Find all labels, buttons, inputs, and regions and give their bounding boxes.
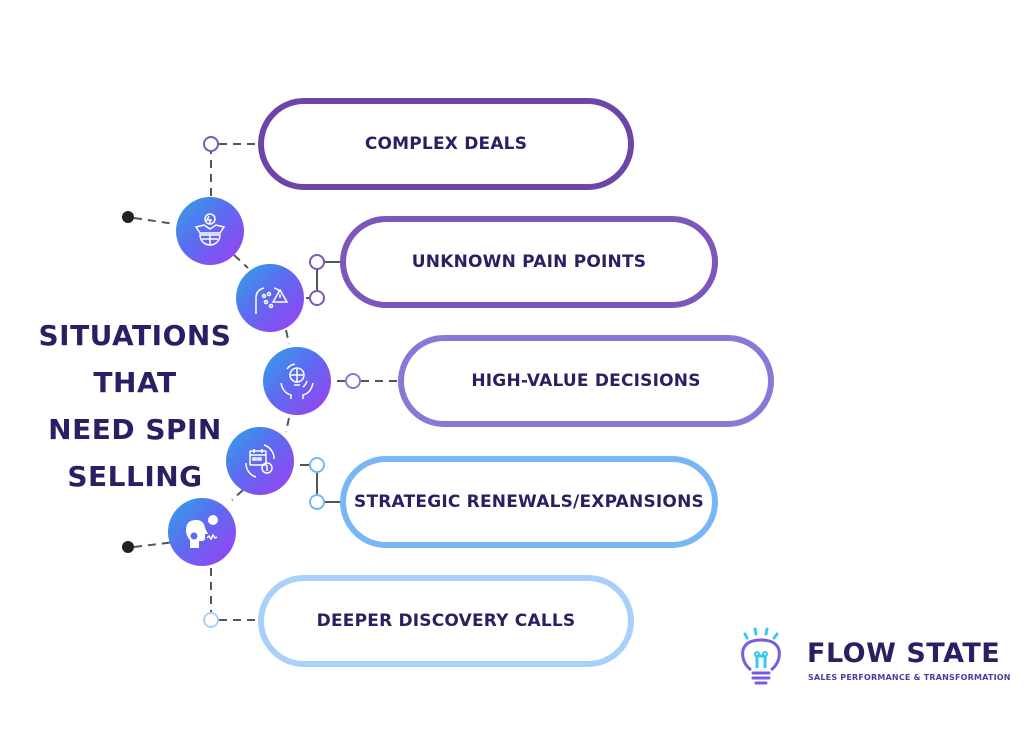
situation-label: UNKNOWN PAIN POINTS	[411, 252, 647, 272]
title-line: THAT	[93, 366, 177, 399]
logo-name: FLOW STATE	[807, 638, 1001, 669]
node-strategic-renewals	[226, 427, 294, 495]
node-unknown-pain-points	[236, 264, 304, 332]
handshake-globe-icon	[194, 213, 226, 246]
connector-line	[133, 541, 176, 548]
anchor-dot	[122, 541, 134, 553]
node-complex-deals	[176, 197, 244, 265]
connector-line	[285, 417, 290, 433]
hands-diamond-bulb-icon	[280, 363, 314, 399]
situation-pill-deeper-discovery-calls: DEEPER DISCOVERY CALLS	[258, 575, 634, 667]
situation-label: HIGH-VALUE DECISIONS	[471, 371, 701, 391]
title-line: NEED SPIN	[48, 413, 222, 446]
connector-line	[231, 489, 244, 501]
diagram-title: SITUATIONS THAT NEED SPIN SELLING	[30, 312, 240, 500]
situation-pill-high-value-decisions: HIGH-VALUE DECISIONS	[398, 335, 774, 427]
junction-circle	[309, 254, 325, 270]
flow-state-logo: FLOW STATE SALES PERFORMANCE & TRANSFORM…	[737, 627, 1010, 690]
node-deeper-discovery-calls	[168, 498, 236, 566]
lightbulb-icon	[741, 627, 781, 685]
junction-circle	[309, 457, 325, 473]
situation-label: STRATEGIC RENEWALS/EXPANSIONS	[354, 492, 704, 512]
situation-label: COMPLEX DEALS	[364, 134, 528, 154]
logo-tagline: SALES PERFORMANCE & TRANSFORMATION	[808, 673, 1011, 682]
situation-label: DEEPER DISCOVERY CALLS	[316, 611, 576, 631]
situation-pill-complex-deals: COMPLEX DEALS	[258, 98, 634, 190]
junction-circle	[345, 373, 361, 389]
situation-pill-unknown-pain-points: UNKNOWN PAIN POINTS	[340, 216, 718, 308]
connector-line	[233, 254, 249, 269]
situation-pill-strategic-renewals: STRATEGIC RENEWALS/EXPANSIONS	[340, 456, 718, 548]
connector-line	[133, 217, 176, 225]
body-pain-warning-icon	[255, 287, 289, 314]
junction-circle	[309, 290, 325, 306]
anchor-dot	[122, 211, 134, 223]
junction-circle	[203, 136, 219, 152]
title-line: SELLING	[67, 460, 203, 493]
junction-circle	[309, 494, 325, 510]
calendar-renewal-dollar-icon	[245, 444, 275, 478]
title-line: SITUATIONS	[38, 319, 232, 352]
junction-circle	[203, 612, 219, 628]
node-high-value-decisions	[263, 347, 331, 415]
head-voice-microphone-icon	[186, 515, 218, 548]
connector-line	[285, 329, 290, 345]
